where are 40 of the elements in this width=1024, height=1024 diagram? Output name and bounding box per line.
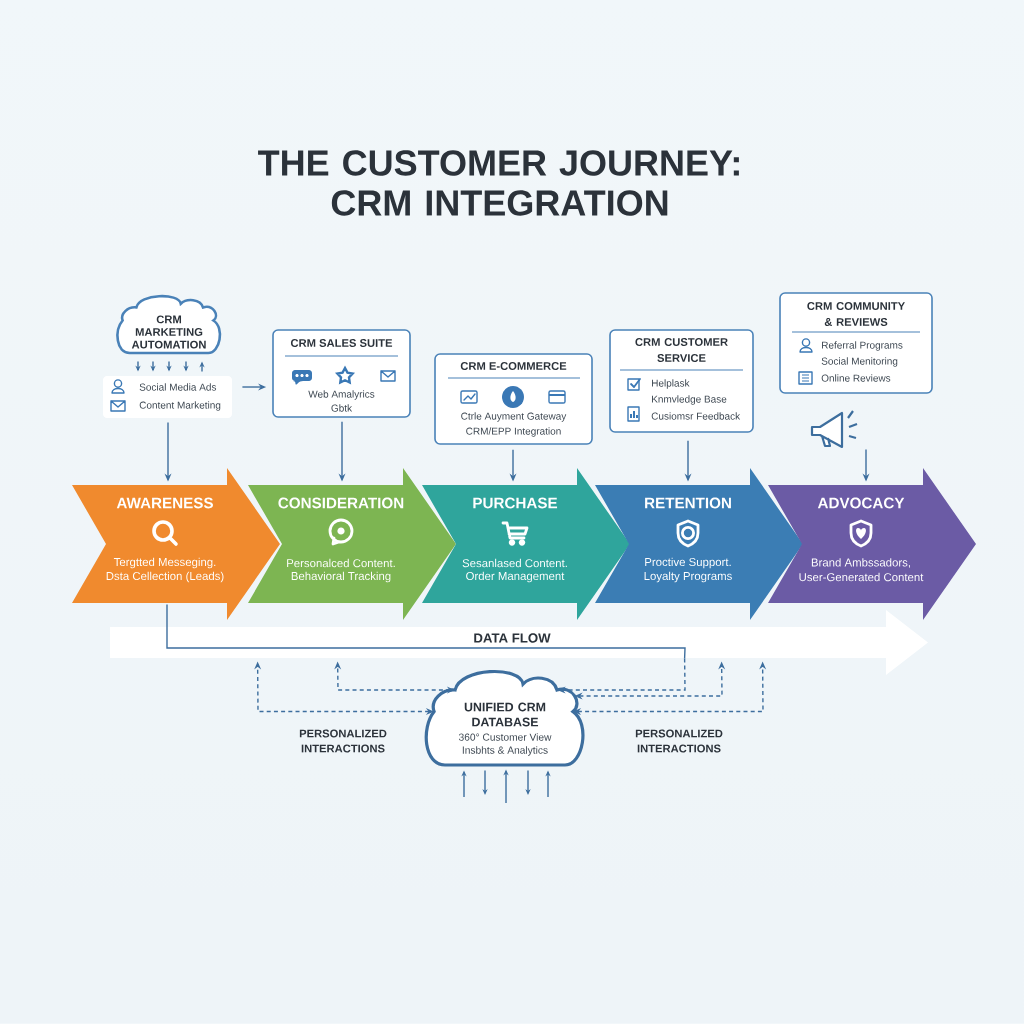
item-text: Knmvledge Base	[652, 395, 727, 405]
annotation-label: PERSONALIZED INTERACTIONS	[299, 729, 387, 753]
title: THE CUSTOMER JOURNEY: CRM INTEGRATION	[258, 150, 739, 216]
cloud-title: UNIFIED CRM DATABASE	[464, 702, 546, 727]
stage-text: Tergtted Messeging.	[113, 557, 216, 569]
card-title: CRM CUSTOMER SERVICE	[635, 338, 728, 362]
item-text: Gbtk	[331, 404, 353, 412]
stage-title: AWARENESS	[116, 497, 213, 509]
item-text: Online Reviews	[821, 374, 891, 382]
item-text: Referral Programs	[822, 341, 903, 351]
stage-text: Dsta Cellection (Leads)	[106, 571, 224, 583]
item-text: Social Media Ads	[139, 383, 217, 391]
stage-title: CONSIDERATION	[278, 497, 404, 509]
stage-title: RETENTION	[645, 497, 731, 509]
stage-title: ADVOCACY	[817, 497, 905, 509]
connector-line	[166, 603, 686, 660]
item-text: Content Marketing	[139, 401, 221, 411]
card-title: CRM E-COMMERCE	[460, 362, 567, 370]
annotation-label: PERSONALIZED INTERACTIONS	[635, 729, 723, 753]
band-label: DATA FLOW	[474, 633, 551, 643]
card-title: CRM SALES SUITE	[290, 339, 393, 347]
item-text: Ctrle Auyment Gateway	[461, 412, 567, 422]
stage-text: Personalced Content.	[287, 558, 395, 568]
stage-text: Loyalty Programs	[644, 571, 732, 583]
stage-text: Sesanlased Content.	[462, 558, 567, 568]
item-text: Cusiomsr Feedback	[651, 412, 741, 420]
stage-text: Order Management	[466, 571, 565, 583]
megaphone-icon	[810, 409, 859, 449]
stage-text: User-Generated Content	[799, 572, 924, 582]
cloud-text: 360° Customer View	[458, 733, 552, 741]
card-title: CRM COMMUNITY & REVIEWS	[807, 302, 905, 326]
item-text: Social Menitoring	[821, 357, 898, 367]
item-text: Helplask	[652, 379, 690, 389]
item-text: CRM/EPP Integration	[466, 427, 561, 437]
stage-text: Brand Ambssadors,	[811, 558, 910, 568]
stage-text: Behavioral Tracking	[291, 571, 391, 583]
item-text: Web Amalyrics	[308, 390, 375, 400]
stage-text: Proctive Support.	[645, 557, 731, 569]
stage-title: PURCHASE	[473, 497, 558, 509]
cloud-text: Insbhts & Analytics	[462, 746, 548, 756]
